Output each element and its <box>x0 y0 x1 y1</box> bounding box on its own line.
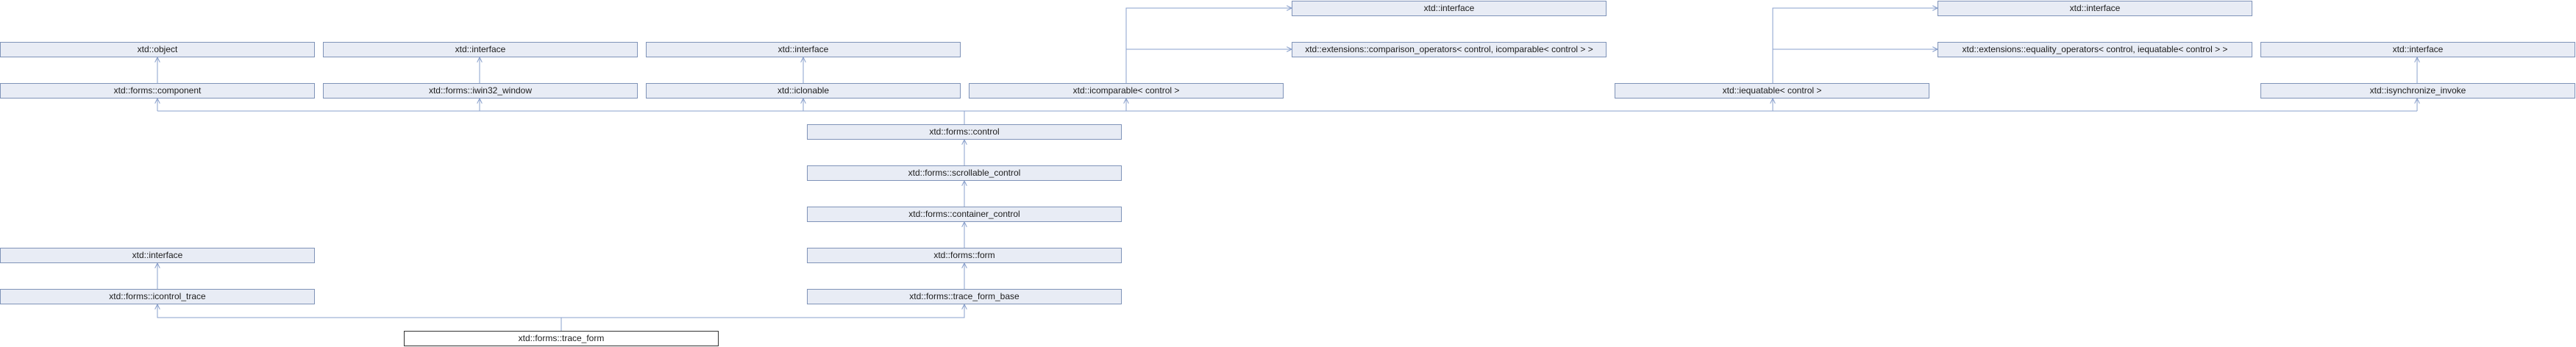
edge-icomparable-to-interface <box>1125 8 1292 83</box>
node-interface-iclonable-base[interactable]: xtd::interface <box>646 42 961 57</box>
edge-trace-form-to-trace-form-base <box>561 304 964 318</box>
node-interface-synchronize-base[interactable]: xtd::interface <box>2260 42 2575 57</box>
node-form[interactable]: xtd::forms::form <box>807 248 1122 263</box>
node-interface-icontrol-trace-base[interactable]: xtd::interface <box>0 248 315 263</box>
node-isynchronize-invoke[interactable]: xtd::isynchronize_invoke <box>2260 83 2575 99</box>
node-interface-iwin32-base[interactable]: xtd::interface <box>323 42 638 57</box>
node-object[interactable]: xtd::object <box>0 42 315 57</box>
edge-iequatable-to-interface <box>1772 8 1938 83</box>
node-comparison-operators[interactable]: xtd::extensions::comparison_operators< c… <box>1292 42 1607 57</box>
edge-control-bus <box>157 110 2417 124</box>
node-scrollable-control[interactable]: xtd::forms::scrollable_control <box>807 165 1122 181</box>
node-component[interactable]: xtd::forms::component <box>0 83 315 99</box>
edge-trace-form-to-icontrol-trace <box>157 304 562 331</box>
node-icomparable[interactable]: xtd::icomparable< control > <box>969 83 1284 99</box>
node-iequatable[interactable]: xtd::iequatable< control > <box>1615 83 1929 99</box>
node-icontrol-trace[interactable]: xtd::forms::icontrol_trace <box>0 289 315 304</box>
node-trace-form-base[interactable]: xtd::forms::trace_form_base <box>807 289 1122 304</box>
node-trace-form: xtd::forms::trace_form <box>404 331 719 346</box>
node-container-control[interactable]: xtd::forms::container_control <box>807 207 1122 222</box>
node-iwin32-window[interactable]: xtd::forms::iwin32_window <box>323 83 638 99</box>
node-equality-operators[interactable]: xtd::extensions::equality_operators< con… <box>1938 42 2252 57</box>
node-control[interactable]: xtd::forms::control <box>807 124 1122 140</box>
node-interface-comparable-base[interactable]: xtd::interface <box>1292 1 1607 16</box>
node-iclonable[interactable]: xtd::iclonable <box>646 83 961 99</box>
node-interface-equatable-base[interactable]: xtd::interface <box>1938 1 2252 16</box>
